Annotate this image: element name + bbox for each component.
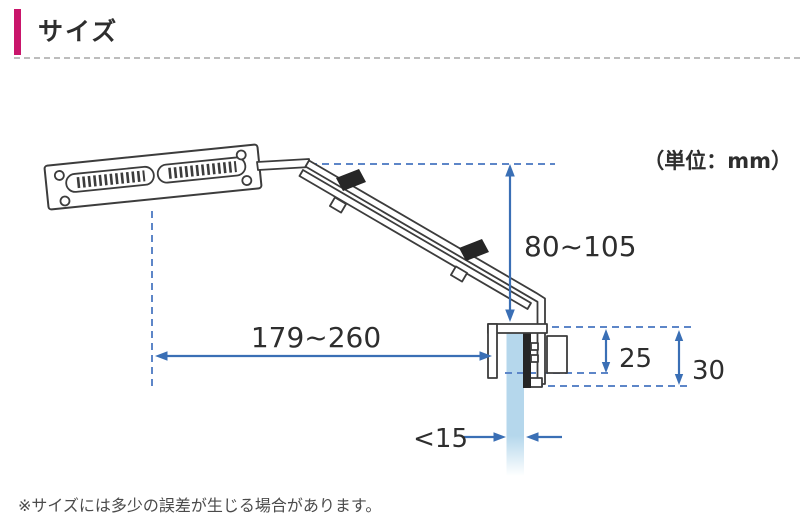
mount-plate: [43, 143, 263, 211]
rail-tab: [449, 265, 469, 283]
plate-link-arm: [256, 158, 311, 171]
screw-hole: [59, 195, 71, 207]
unit-label: （単位：mm）: [643, 149, 792, 173]
screw-hole: [53, 170, 65, 181]
clamp-height-label: 30: [692, 356, 725, 386]
size-disclaimer: ※サイズには多少の誤差が生じる場合があります。: [18, 496, 382, 515]
clamp-thumbscrew: [546, 335, 568, 374]
section-title: サイズ: [38, 17, 119, 46]
clamp-connector: [530, 342, 539, 351]
arrow-head-up: [505, 164, 515, 177]
height-dimension-label: 80~105: [524, 230, 637, 263]
slot-ribs: [76, 170, 146, 189]
arrow-head-left: [155, 351, 168, 361]
clamp-connector: [530, 354, 539, 363]
screw-hole: [241, 175, 253, 186]
section-header: サイズ: [14, 9, 800, 59]
arrow-head-down: [505, 309, 515, 322]
accent-bar: [14, 9, 21, 55]
clamp-pad: [523, 331, 531, 388]
glass-thickness-label: <15: [413, 424, 468, 454]
clamp-front-leg: [487, 323, 498, 379]
arrow-head-down: [601, 362, 611, 373]
slot-ribs: [168, 161, 237, 179]
arrow-head-down: [674, 374, 684, 385]
arrow-head-right: [479, 351, 492, 361]
plate-slot-left: [65, 165, 155, 193]
clamp-opening-label: 25: [619, 344, 652, 374]
rail-arm: [298, 159, 546, 388]
arrow-head-right: [493, 432, 506, 442]
rail-lower-bar: [298, 169, 532, 310]
rail-foot: [529, 377, 543, 388]
dimension-arrows: [155, 164, 684, 442]
tank-clamp: [487, 323, 568, 388]
rail-tab: [328, 196, 348, 214]
arrow-head-up: [601, 329, 611, 340]
plate-slot-right: [156, 156, 247, 184]
adjustment-knob: [459, 239, 489, 261]
adjustment-knob: [336, 169, 366, 191]
length-dimension-label: 179~260: [251, 321, 381, 354]
glass-panel: [506, 333, 524, 476]
screw-hole: [235, 149, 247, 161]
arrow-head-up: [674, 330, 684, 341]
arrow-head-left: [526, 432, 539, 442]
